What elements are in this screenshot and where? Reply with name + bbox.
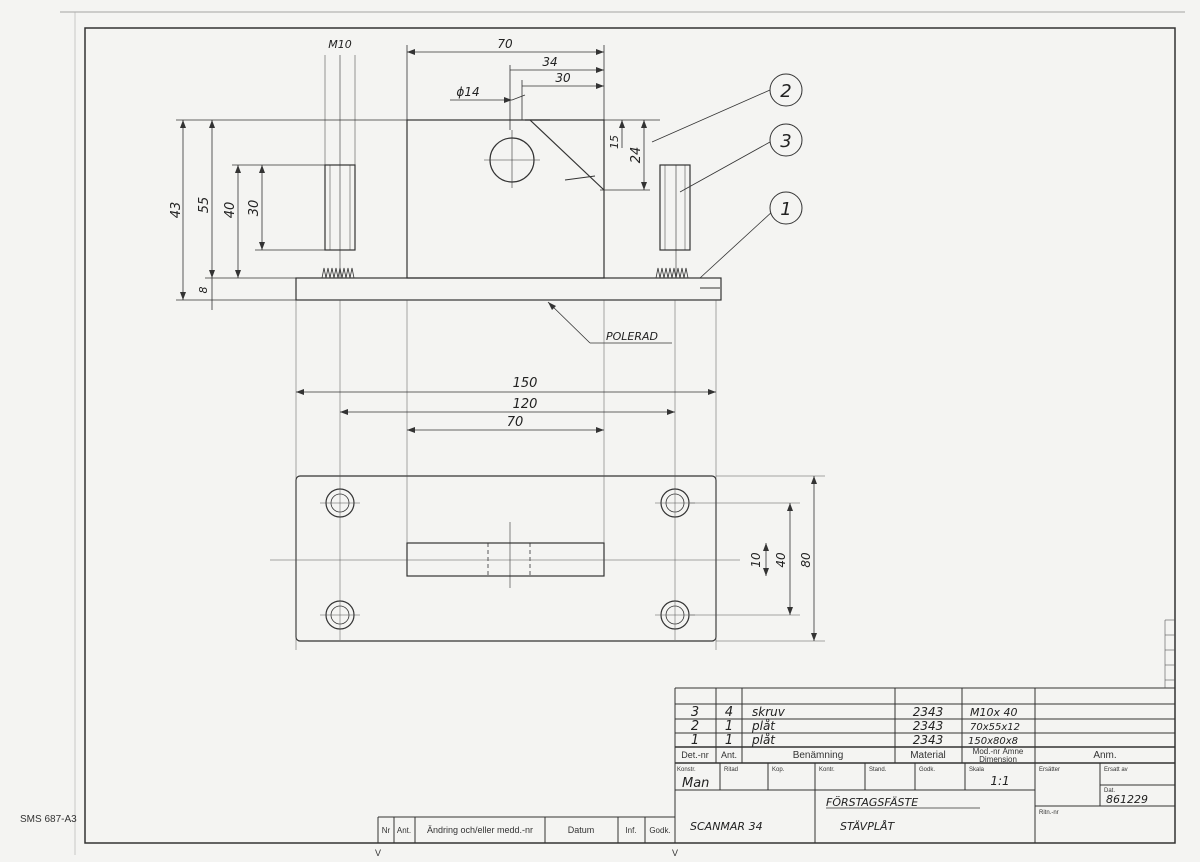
top-view xyxy=(295,475,717,642)
revision-grid xyxy=(377,816,675,843)
side-view xyxy=(295,55,722,301)
tb-dat-value: 861229 xyxy=(1106,793,1148,806)
dim-m10: M10 xyxy=(328,38,352,51)
header-anm: Anm. xyxy=(1093,750,1116,761)
balloon-2 xyxy=(769,73,803,107)
tb-godk: Godk. xyxy=(919,767,935,773)
rev-nr: Nr xyxy=(382,826,391,835)
right-margin-ticks xyxy=(1164,619,1175,688)
tb-kop: Kop. xyxy=(772,767,785,773)
upright-plate xyxy=(406,119,605,279)
row3-ant: 4 xyxy=(725,705,733,720)
tb-title-2: STÄVPLÅT xyxy=(840,820,895,833)
header-dim1: Mod.-nr Ämne xyxy=(973,747,1024,756)
row3-mat: 2343 xyxy=(913,705,944,719)
dim-150: 150 xyxy=(513,376,538,391)
balloon-3 xyxy=(769,123,803,157)
dim-phi14: ϕ14 xyxy=(456,85,479,99)
header-ant: Ant. xyxy=(721,750,737,760)
row2-mat: 2343 xyxy=(913,719,944,733)
tb-company: SCANMAR 34 xyxy=(690,820,763,833)
row1-ben: plåt xyxy=(751,733,776,747)
note-polerad: POLERAD xyxy=(606,330,658,343)
dim-70-top: 70 xyxy=(507,415,524,430)
base-plate-side xyxy=(295,277,722,301)
tb-ritad: Ritad xyxy=(724,767,738,773)
fold-mark-left: V xyxy=(375,848,381,858)
dim-24: 24 xyxy=(629,147,644,164)
dim-70-side: 70 xyxy=(497,37,513,51)
dim-40-top: 40 xyxy=(774,552,788,568)
dim-15: 15 xyxy=(608,135,621,149)
base-plate-top xyxy=(295,475,717,642)
upright-plate-top xyxy=(406,542,605,577)
dim-80: 80 xyxy=(799,552,813,568)
dim-10: 10 xyxy=(749,552,763,568)
row1-dim: 150x80x8 xyxy=(968,736,1018,747)
row1-mat: 2343 xyxy=(913,733,944,747)
row3-ben: skruv xyxy=(752,705,786,719)
dim-43: 43 xyxy=(169,202,184,219)
dim-8: 8 xyxy=(197,287,210,294)
tb-title-1: FÖRSTAGSFÄSTE xyxy=(826,796,918,809)
bolt-right xyxy=(659,164,691,251)
tb-ritn-nr: Ritn.-nr xyxy=(1039,810,1059,816)
balloon-3-label: 3 xyxy=(780,131,791,152)
rev-ant: Ant. xyxy=(397,826,411,835)
tb-skala-value: 1:1 xyxy=(990,774,1009,788)
header-det: Det.-nr xyxy=(681,750,709,760)
title-block-grid xyxy=(674,763,1175,843)
dim-34: 34 xyxy=(542,55,557,69)
fold-mark-right: V xyxy=(672,848,678,858)
tb-ersatter: Ersätter xyxy=(1039,767,1060,773)
drawing-border xyxy=(84,27,1176,844)
row2-ant: 1 xyxy=(725,719,733,734)
top-view-dimensions xyxy=(296,391,815,641)
rev-inf: Inf. xyxy=(625,826,636,835)
centerlines xyxy=(270,300,825,650)
parts-list-grid xyxy=(674,687,1175,764)
tb-konstr-label: Konstr. xyxy=(677,767,696,773)
row2-ben: plåt xyxy=(751,719,776,733)
tb-stand: Stand. xyxy=(869,767,887,773)
header-ben: Benämning xyxy=(793,750,844,761)
header-mat: Material xyxy=(910,750,946,761)
row1-ant: 1 xyxy=(725,733,733,748)
tb-skala-label: Skala xyxy=(969,767,985,773)
sheet-standard-label: SMS 687-A3 xyxy=(20,814,77,825)
dim-55: 55 xyxy=(197,197,212,214)
tb-dat-label: Dat. xyxy=(1104,788,1115,794)
row2-dim: 70x55x12 xyxy=(970,722,1020,733)
tb-konstr-value: Man xyxy=(682,776,709,791)
dim-30-side: 30 xyxy=(247,200,262,217)
part-balloons xyxy=(769,73,803,225)
rev-godk: Godk. xyxy=(649,826,670,835)
dim-30-top: 30 xyxy=(555,71,571,85)
row2-det: 2 xyxy=(691,719,699,734)
side-view-dimensions xyxy=(176,45,775,344)
balloon-1-label: 1 xyxy=(780,199,791,220)
balloon-2-label: 2 xyxy=(780,81,791,102)
dim-120: 120 xyxy=(513,397,538,412)
header-dim2: Dimension xyxy=(979,755,1017,764)
dim-40-side: 40 xyxy=(223,202,238,219)
balloon-1 xyxy=(769,191,803,225)
rev-andring: Ändring och/eller medd.-nr xyxy=(427,825,533,835)
row1-det: 1 xyxy=(691,733,699,748)
tb-ersatt-av: Ersatt av xyxy=(1104,767,1128,773)
tb-kontr: Kontr. xyxy=(819,767,835,773)
row3-det: 3 xyxy=(691,705,699,720)
arrowheads-side xyxy=(180,49,647,310)
row3-dim: M10x 40 xyxy=(970,706,1018,719)
rev-datum: Datum xyxy=(568,825,595,835)
arrowheads-top xyxy=(296,389,817,641)
